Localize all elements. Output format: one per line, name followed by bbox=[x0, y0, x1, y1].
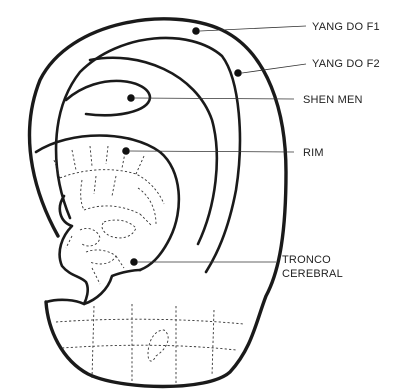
ear-outer-contour bbox=[30, 19, 286, 387]
helix-inner-fold bbox=[56, 38, 240, 272]
leader-rim bbox=[130, 151, 294, 152]
label-tronco: TRONCO bbox=[282, 254, 331, 266]
label-cerebral: CEREBRAL bbox=[282, 268, 343, 280]
label-yang-do-f1: YANG DO F1 bbox=[312, 21, 380, 33]
point-shen-men bbox=[127, 94, 135, 102]
label-yang-do-f2: YANG DO F2 bbox=[312, 58, 380, 70]
label-shen-men: SHEN MEN bbox=[303, 94, 363, 106]
point-yang-do-f2 bbox=[234, 69, 242, 77]
label-rim: RIM bbox=[303, 147, 324, 159]
concha-zone-grid bbox=[54, 146, 164, 284]
point-rim bbox=[122, 147, 130, 155]
leader-shen-men bbox=[135, 98, 294, 99]
leader-yang-do-f2 bbox=[242, 64, 306, 73]
point-tronco-cerebral bbox=[130, 258, 138, 266]
lobe-upper-line bbox=[46, 300, 84, 304]
point-yang-do-f1 bbox=[192, 27, 200, 35]
